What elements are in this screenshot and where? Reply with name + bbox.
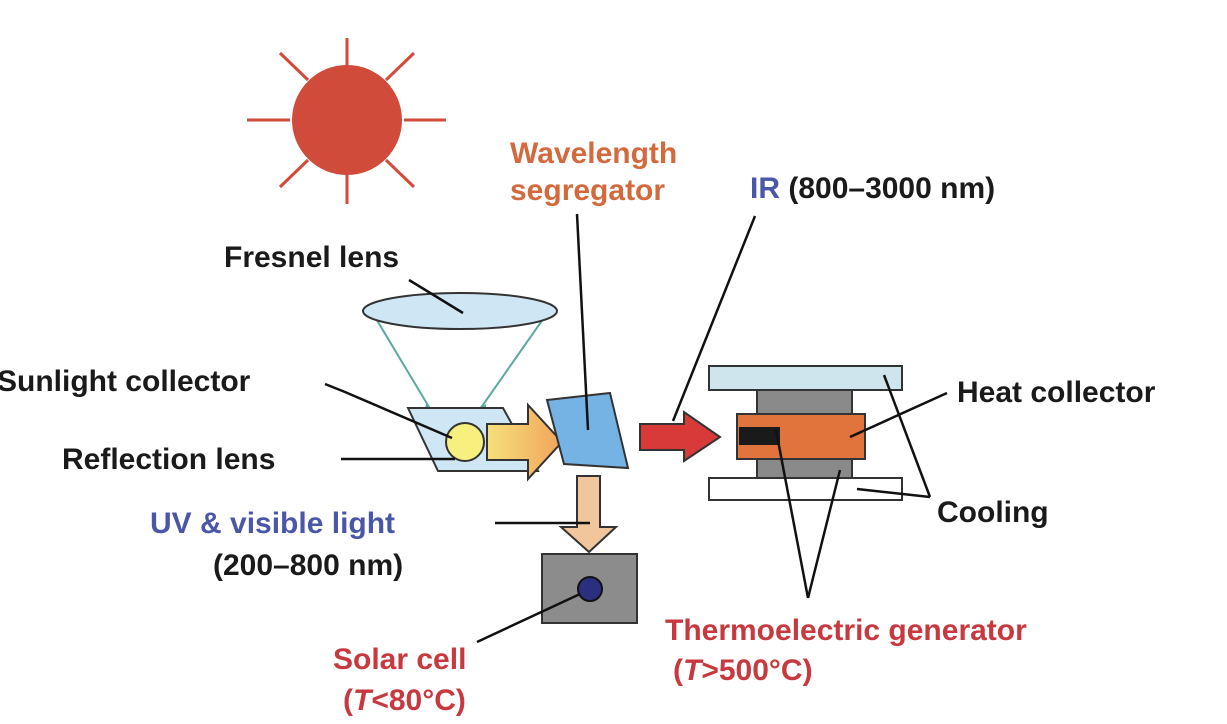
solar-cell-label: Solar cell — [333, 643, 466, 676]
uv-range-label: (200–800 nm) — [213, 549, 403, 582]
ir-prefix: IR — [750, 172, 780, 205]
sun-disc — [292, 65, 402, 175]
ir-range: (800–3000 nm) — [780, 172, 995, 205]
sunlight-collector-label: Sunlight collector — [0, 365, 251, 398]
sc-temp-open: ( — [343, 684, 353, 717]
cooling-plate-top — [708, 365, 903, 391]
sc-temp-rest: <80°C) — [371, 684, 466, 717]
solar-cell-dot — [577, 576, 603, 602]
thermoelectric-generator-label: Thermoelectric generator — [665, 614, 1027, 647]
wavelength-segregator-label-1: Wavelength — [510, 137, 677, 170]
te-temp-rest: >500°C) — [701, 654, 812, 687]
wavelength-segregator — [545, 391, 630, 470]
heat-collector-core — [739, 427, 780, 445]
te-temp-open: ( — [673, 654, 683, 687]
sc-temp-var: T — [353, 684, 374, 717]
sunlight-collector — [445, 422, 485, 462]
wavelength-segregator-label-2: segregator — [510, 174, 665, 207]
sun-icon — [247, 38, 446, 204]
ir-label: IR (800–3000 nm) — [750, 172, 995, 205]
te-temp-var: T — [683, 654, 704, 687]
te-temperature-label: (T>500°C) — [673, 654, 813, 687]
uv-arrow — [558, 475, 619, 554]
cooling-label: Cooling — [937, 496, 1049, 529]
light-arrow — [486, 402, 564, 482]
cooling-plate-bottom — [708, 477, 903, 501]
solar-cell-temperature-label: (T<80°C) — [343, 684, 466, 717]
leader-lines — [324, 213, 948, 644]
reflection-lens-label: Reflection lens — [62, 443, 275, 476]
heat-collector-label: Heat collector — [957, 376, 1156, 409]
fresnel-lens-label: Fresnel lens — [224, 241, 399, 274]
uv-visible-label: UV & visible light — [150, 507, 395, 540]
ir-arrow — [639, 410, 722, 463]
